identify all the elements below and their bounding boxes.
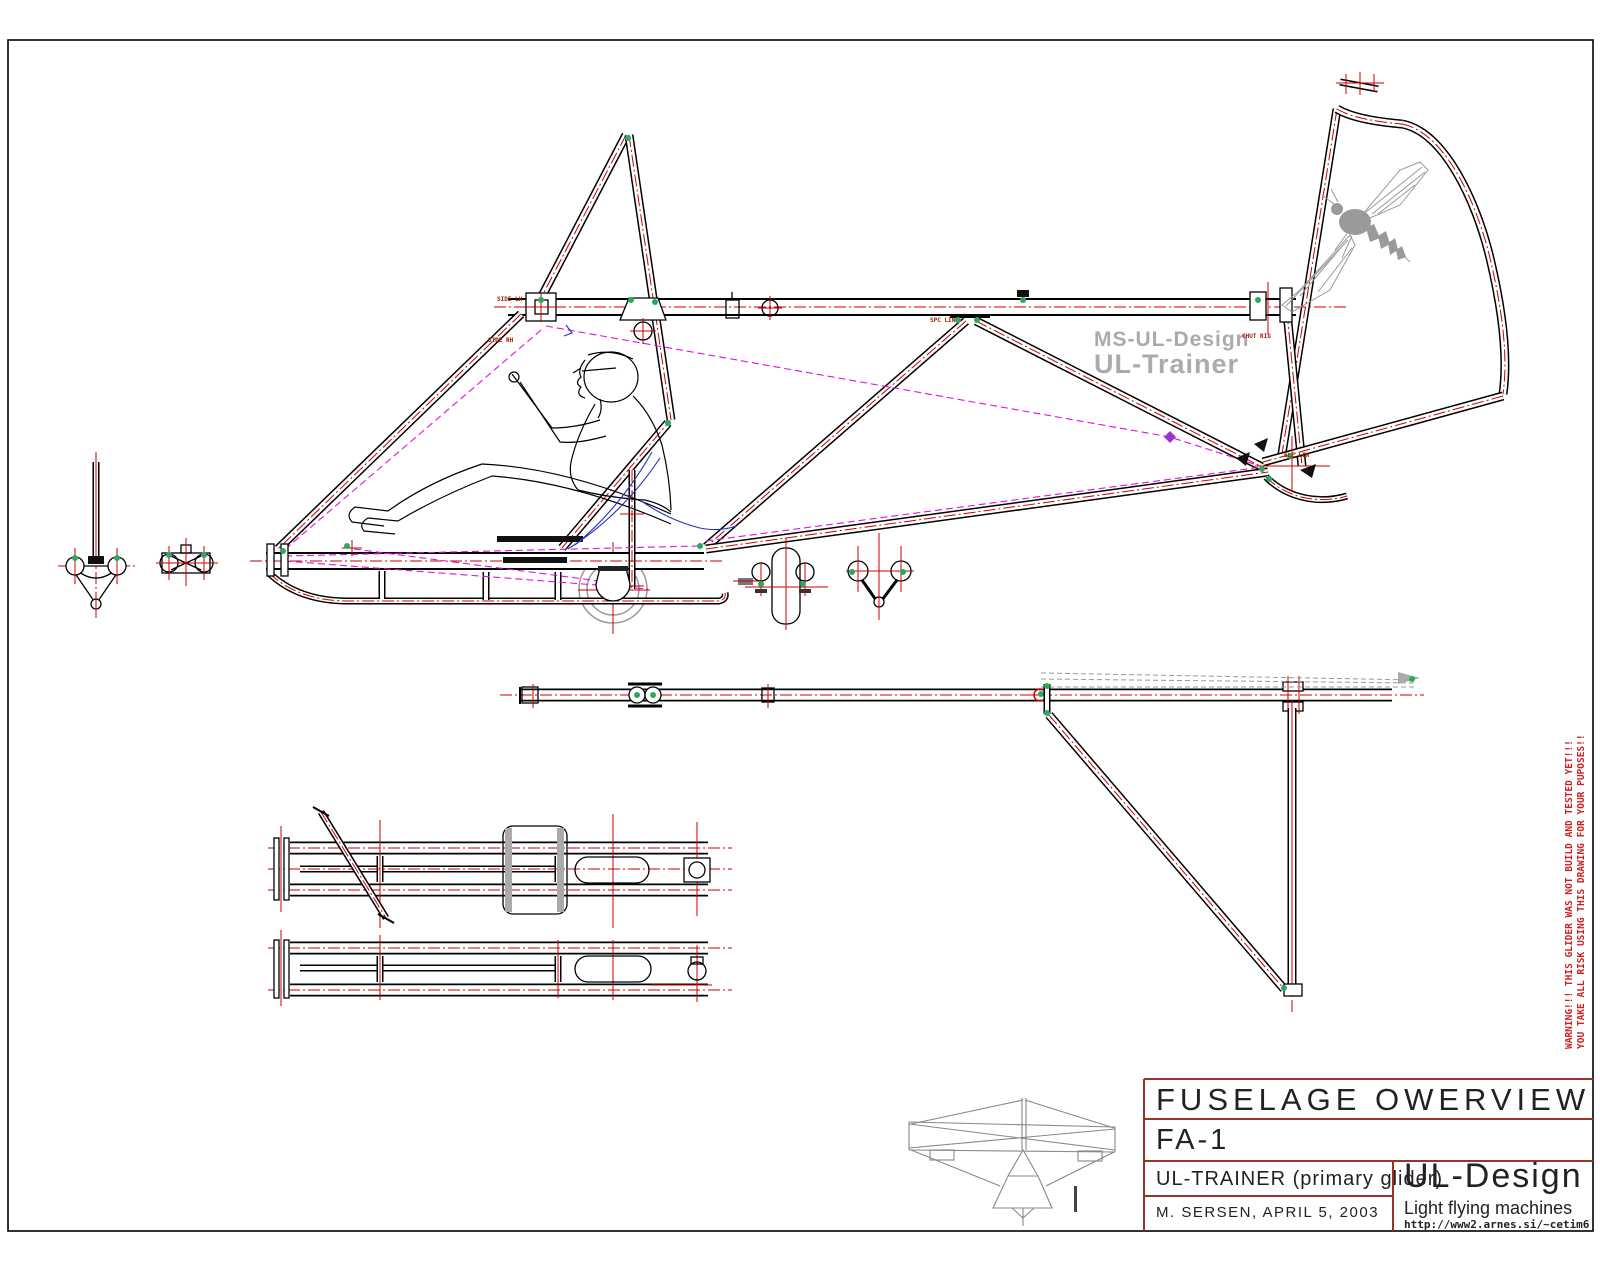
part-label-side-rh: SIDE RH bbox=[488, 337, 514, 344]
sheet-border bbox=[7, 39, 1594, 1232]
part-label-chute-rig: CHUT RIG bbox=[1242, 333, 1271, 340]
title-block-lines bbox=[1143, 1078, 1593, 1231]
project-name: UL-TRAINER (primary glider) bbox=[1156, 1168, 1444, 1190]
drawing-number: FA-1 bbox=[1156, 1124, 1230, 1156]
author-date: M. SERSEN, APRIL 5, 2003 bbox=[1156, 1204, 1380, 1221]
boom-plan-view bbox=[500, 672, 1424, 714]
keel-plan-view-a bbox=[268, 806, 732, 928]
cable-tang bbox=[1164, 431, 1176, 443]
wheel-hub bbox=[595, 566, 631, 602]
pilot-figure bbox=[348, 351, 737, 550]
watermark-line1: MS-UL-Design bbox=[1094, 328, 1250, 351]
tail-bottom-view bbox=[1044, 683, 1303, 1012]
warning-line2: YOU TAKE ALL RISK USING THIS DRAWING FOR… bbox=[1576, 734, 1587, 1049]
fitting-dots bbox=[280, 135, 1293, 554]
part-label-spar-link: SPC LIN bbox=[930, 317, 956, 324]
part-label-side-lh: SIDE LH bbox=[497, 296, 523, 303]
company-url: http://www2.arnes.si/~cetim6 bbox=[1404, 1218, 1590, 1231]
detail-wheel-front bbox=[733, 538, 828, 630]
drawing-title: FUSELAGE OWERVIEW bbox=[1156, 1082, 1591, 1117]
detail-mast-front bbox=[58, 452, 136, 618]
side-view bbox=[250, 72, 1505, 634]
pulley-mark bbox=[563, 324, 573, 337]
company-tagline: Light flying machines bbox=[1404, 1198, 1573, 1218]
detail-crossbar-fitting bbox=[156, 538, 218, 586]
company-name: UL-Design bbox=[1404, 1157, 1583, 1195]
warning-line1: WARNING!!! THIS GLIDER WAS NOT BUILD AND… bbox=[1564, 740, 1575, 1049]
scale-tick bbox=[1074, 1186, 1077, 1212]
warning-note: WARNING!!! THIS GLIDER WAS NOT BUILD AND… bbox=[1564, 734, 1588, 1049]
detail-axle-vee bbox=[846, 533, 914, 620]
part-label-elev-link: ELE LIN bbox=[1284, 452, 1310, 459]
front-view-thumbnail bbox=[908, 1098, 1116, 1226]
seat-rail bbox=[497, 536, 583, 542]
seat-mount bbox=[503, 557, 567, 563]
wasp-logo bbox=[1281, 161, 1429, 313]
watermark-line2: UL-Trainer bbox=[1094, 349, 1240, 379]
keel-plan-view-b bbox=[268, 930, 732, 1006]
